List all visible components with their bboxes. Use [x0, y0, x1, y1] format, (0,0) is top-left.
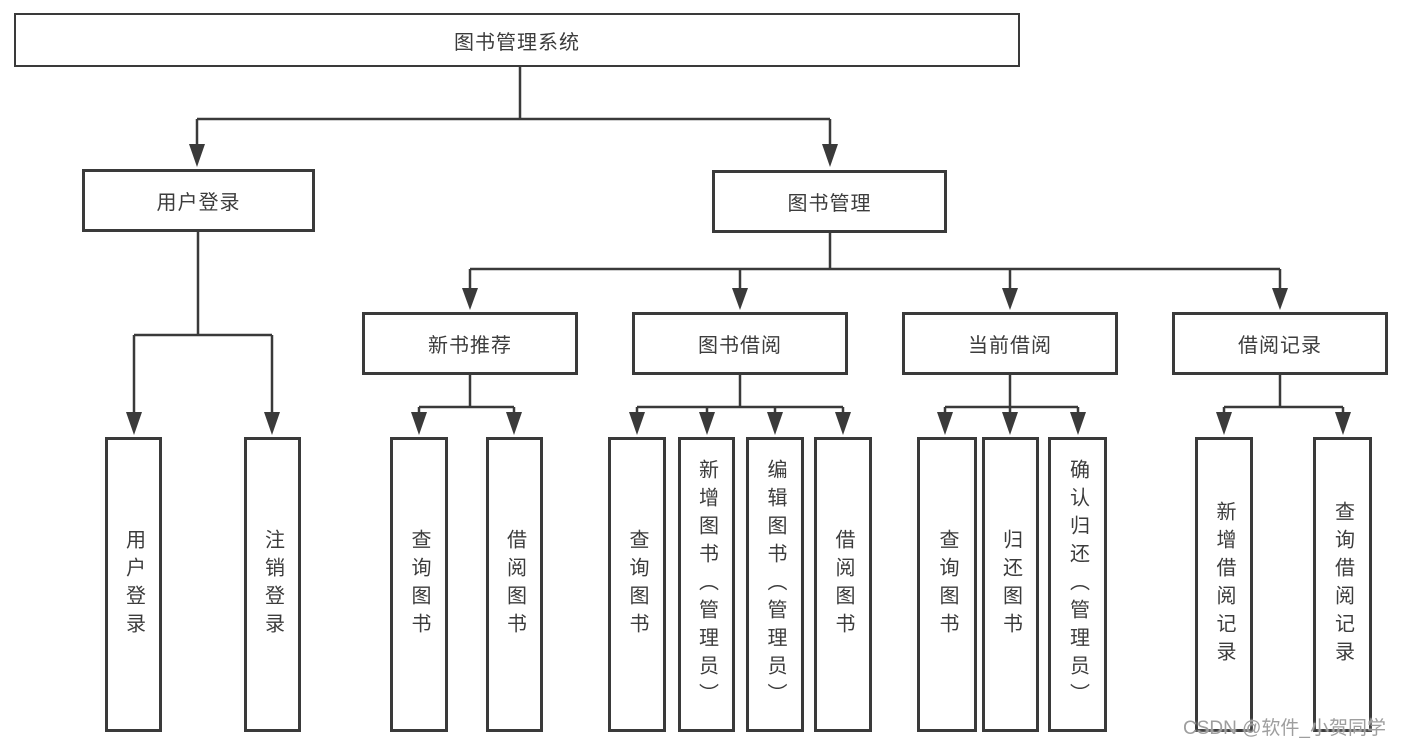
leaf-label: 查询图书	[408, 528, 430, 641]
leaf-label: 借阅图书	[503, 528, 526, 641]
leaf-edit-book-admin: 编辑图书（管理员）	[746, 437, 804, 732]
leaf-label: 借阅图书	[832, 528, 854, 641]
node-label: 图书借阅	[698, 335, 782, 357]
node-new-book-recommend: 新书推荐	[362, 312, 578, 375]
leaf-label: 用户登录	[122, 528, 145, 641]
node-label: 新书推荐	[428, 335, 512, 357]
leaf-label: 查询图书	[936, 528, 958, 641]
node-label: 图书管理	[787, 193, 872, 215]
leaf-label: 注销登录	[261, 528, 284, 641]
leaf-label: 查询借阅记录	[1331, 500, 1354, 669]
leaf-return-book: 归还图书	[982, 437, 1039, 732]
leaf-query-borrow-record: 查询借阅记录	[1313, 437, 1372, 732]
node-label: 用户登录	[156, 192, 241, 214]
leaf-borrow-book: 借阅图书	[814, 437, 872, 732]
leaf-user-login: 用户登录	[105, 437, 162, 732]
leaf-borrow-query-book: 查询图书	[608, 437, 666, 732]
node-book-borrow: 图书借阅	[632, 312, 848, 375]
node-root-library-system: 图书管理系统	[14, 13, 1020, 67]
leaf-add-borrow-record: 新增借阅记录	[1195, 437, 1253, 732]
leaf-label: 确认归还（管理员）	[1066, 458, 1089, 711]
node-current-borrow: 当前借阅	[902, 312, 1118, 375]
node-borrow-record: 借阅记录	[1172, 312, 1388, 375]
node-book-management: 图书管理	[712, 170, 947, 233]
leaf-label: 编辑图书（管理员）	[764, 458, 786, 711]
node-label: 图书管理系统	[454, 31, 580, 54]
leaf-confirm-return-admin: 确认归还（管理员）	[1048, 437, 1107, 732]
node-label: 当前借阅	[968, 335, 1052, 357]
leaf-current-query-book: 查询图书	[917, 437, 977, 732]
leaf-label: 归还图书	[999, 528, 1022, 641]
arrowheads	[126, 144, 1351, 435]
leaf-add-book-admin: 新增图书（管理员）	[678, 437, 735, 732]
node-user-login: 用户登录	[82, 169, 315, 232]
node-label: 借阅记录	[1238, 335, 1322, 357]
leaf-logout: 注销登录	[244, 437, 301, 732]
leaf-label: 新增图书（管理员）	[695, 458, 718, 711]
leaf-recommend-query-book: 查询图书	[390, 437, 448, 732]
csdn-watermark: CSDN @软件_小贺同学	[1183, 718, 1386, 739]
leaf-label: 新增借阅记录	[1213, 500, 1235, 669]
leaf-label: 查询图书	[626, 528, 648, 641]
leaf-recommend-borrow-book: 借阅图书	[486, 437, 543, 732]
